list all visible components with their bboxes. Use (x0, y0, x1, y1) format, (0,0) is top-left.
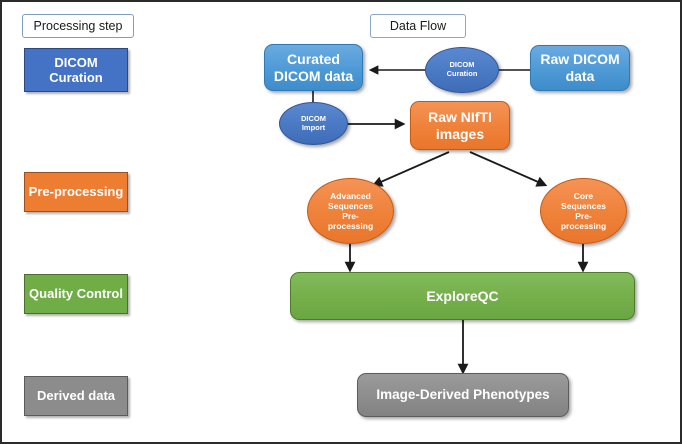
node-image-derived-phenotypes: Image-Derived Phenotypes (357, 373, 569, 417)
node-curated-dicom-data: Curated DICOM data (264, 44, 363, 91)
legend-chip-derived-data: Derived data (24, 376, 128, 416)
node-exploreqc: ExploreQC (290, 272, 635, 320)
flow-header: Data Flow (370, 14, 466, 38)
legend-chip-dicom-curation: DICOM Curation (24, 48, 128, 92)
node-advanced-sequences-preprocessing: Advanced Sequences Pre- processing (307, 178, 394, 244)
edge-nifti-to-advanced (371, 151, 450, 187)
node-dicom-import: DICOM Import (279, 102, 348, 145)
node-dicom-curation: DICOM Curation (425, 47, 499, 93)
node-raw-nifti-images: Raw NIfTI images (410, 101, 510, 150)
legend-chip-pre-processing: Pre-processing (24, 172, 128, 212)
legend-header: Processing step (22, 14, 134, 38)
edge-nifti-to-core (469, 151, 548, 187)
node-raw-dicom-data: Raw DICOM data (530, 45, 630, 91)
node-core-sequences-preprocessing: Core Sequences Pre- processing (540, 178, 627, 244)
legend-chip-quality-control: Quality Control (24, 274, 128, 314)
